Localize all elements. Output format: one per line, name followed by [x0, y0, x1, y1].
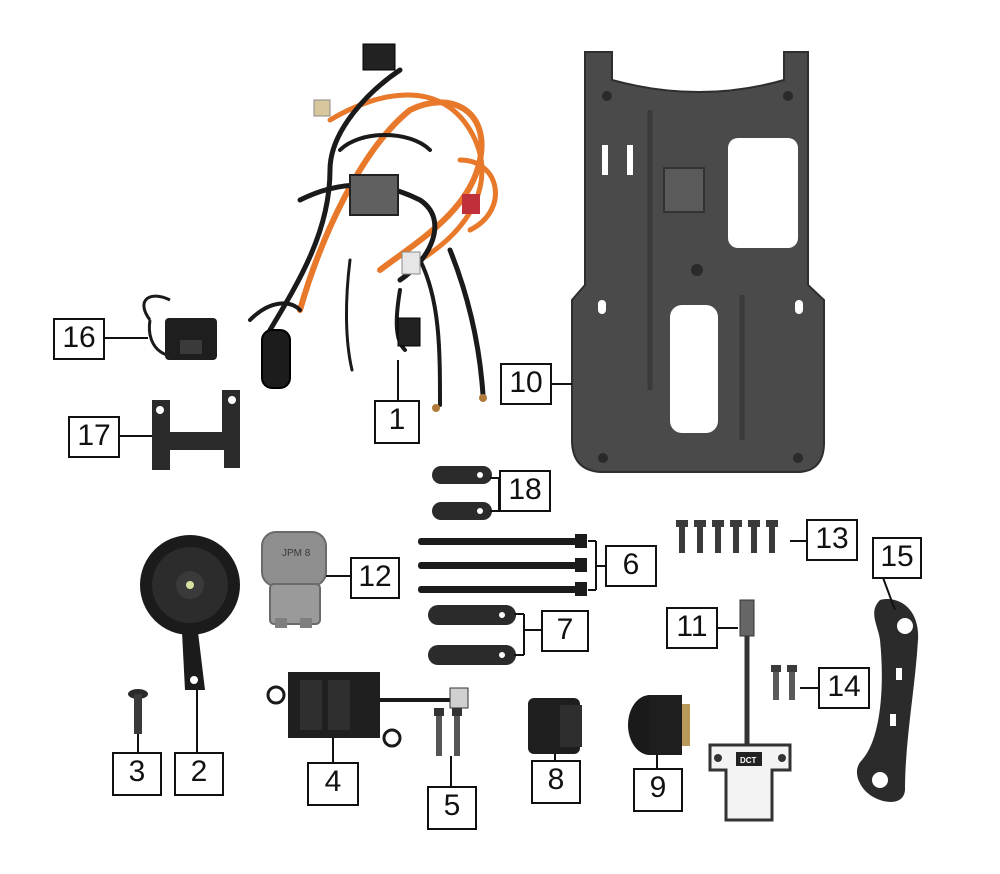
callout-13: 13: [806, 519, 858, 561]
part-9-cylinder-unit: [628, 695, 690, 755]
callout-10: 10: [500, 363, 552, 405]
part-3-screw: [128, 689, 148, 734]
part-14-bolts: [771, 665, 797, 700]
part-5-bolts: [434, 708, 462, 756]
part-16-switch-assembly: [142, 294, 217, 360]
callout-3: 3: [112, 752, 162, 796]
callout-16: 16: [53, 318, 105, 360]
part-6-cable-ties: [418, 534, 587, 596]
part-17-bracket: [152, 390, 240, 470]
part-18-clamps: [432, 466, 492, 520]
part-7-clamps: [428, 605, 516, 665]
callout-6: 6: [605, 545, 657, 587]
leader-lines: [104, 337, 896, 786]
callout-18: 18: [499, 470, 551, 512]
relay-marking-text: JPM 8: [282, 548, 311, 559]
part-4-fuse-box: [266, 672, 469, 748]
part-11-sensor-module: [708, 599, 792, 822]
callout-15: 15: [872, 537, 922, 579]
callout-5: 5: [427, 786, 477, 830]
callout-1: 1: [374, 400, 420, 444]
part-2-horn: [140, 535, 240, 690]
callout-17: 17: [68, 416, 120, 458]
callout-9: 9: [633, 768, 683, 812]
part-10-mounting-plate: [571, 51, 826, 473]
callout-7: 7: [541, 610, 589, 652]
part-12-relay: [261, 531, 327, 628]
part-13-bolts: [676, 520, 778, 553]
part-8-module: [528, 698, 582, 754]
part-1-wiring-harness: [248, 43, 498, 412]
callout-4: 4: [307, 762, 359, 806]
callout-11: 11: [666, 607, 718, 649]
callout-14: 14: [818, 667, 870, 709]
module-marking-text: DCT: [740, 756, 757, 765]
callout-2: 2: [174, 752, 224, 796]
part-15-curved-bracket: [856, 599, 919, 802]
callout-12: 12: [350, 557, 400, 599]
callout-8: 8: [531, 760, 581, 804]
